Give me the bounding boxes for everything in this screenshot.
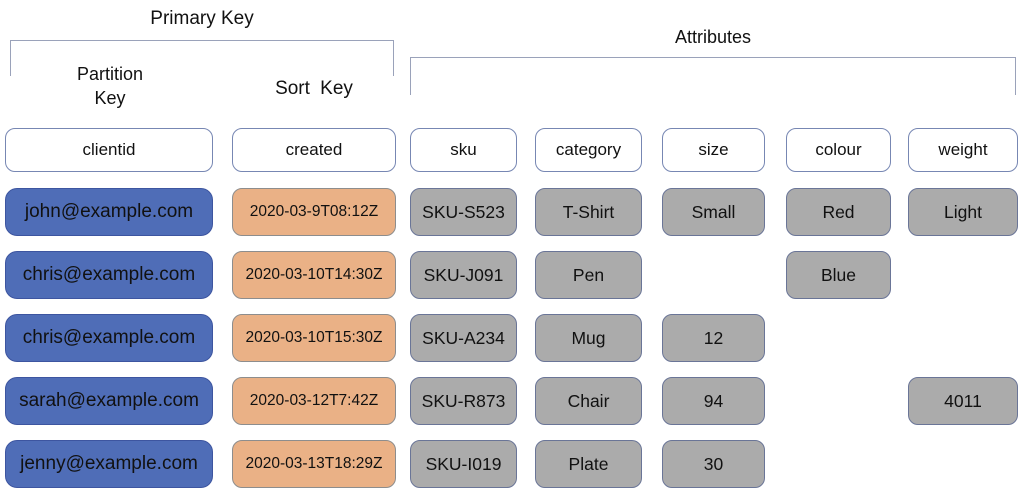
cell-created: 2020-03-12T7:42Z (232, 377, 396, 425)
cell-sku: SKU-J091 (410, 251, 517, 299)
cell-size: 94 (662, 377, 765, 425)
cell-clientid: chris@example.com (5, 251, 213, 299)
cell-clientid: sarah@example.com (5, 377, 213, 425)
column-header-category: category (535, 128, 642, 172)
cell-sku: SKU-I019 (410, 440, 517, 488)
column-header-size: size (662, 128, 765, 172)
cell-clientid: chris@example.com (5, 314, 213, 362)
cell-colour: Blue (786, 251, 891, 299)
cell-created: 2020-03-10T15:30Z (232, 314, 396, 362)
cell-weight: 4011 (908, 377, 1018, 425)
cell-sku: SKU-S523 (410, 188, 517, 236)
column-header-colour: colour (786, 128, 891, 172)
cell-created: 2020-03-13T18:29Z (232, 440, 396, 488)
cell-colour: Red (786, 188, 891, 236)
cell-size: Small (662, 188, 765, 236)
cell-weight: Light (908, 188, 1018, 236)
cell-created: 2020-03-9T08:12Z (232, 188, 396, 236)
cell-created: 2020-03-10T14:30Z (232, 251, 396, 299)
attributes-bracket (410, 57, 1016, 95)
cell-clientid: jenny@example.com (5, 440, 213, 488)
column-header-created: created (232, 128, 396, 172)
cell-category: Chair (535, 377, 642, 425)
cell-category: Pen (535, 251, 642, 299)
cell-size: 12 (662, 314, 765, 362)
column-header-sku: sku (410, 128, 517, 172)
cell-clientid: john@example.com (5, 188, 213, 236)
column-header-clientid: clientid (5, 128, 213, 172)
primary-key-bracket (10, 40, 394, 76)
cell-category: Plate (535, 440, 642, 488)
column-header-weight: weight (908, 128, 1018, 172)
primary-key-label: Primary Key (150, 8, 254, 29)
cell-size: 30 (662, 440, 765, 488)
attributes-label: Attributes (674, 27, 752, 47)
cell-sku: SKU-R873 (410, 377, 517, 425)
sort-key-label: Sort Key (275, 78, 353, 99)
cell-sku: SKU-A234 (410, 314, 517, 362)
cell-category: Mug (535, 314, 642, 362)
partition-key-label: Partition Key (76, 64, 144, 108)
cell-category: T-Shirt (535, 188, 642, 236)
